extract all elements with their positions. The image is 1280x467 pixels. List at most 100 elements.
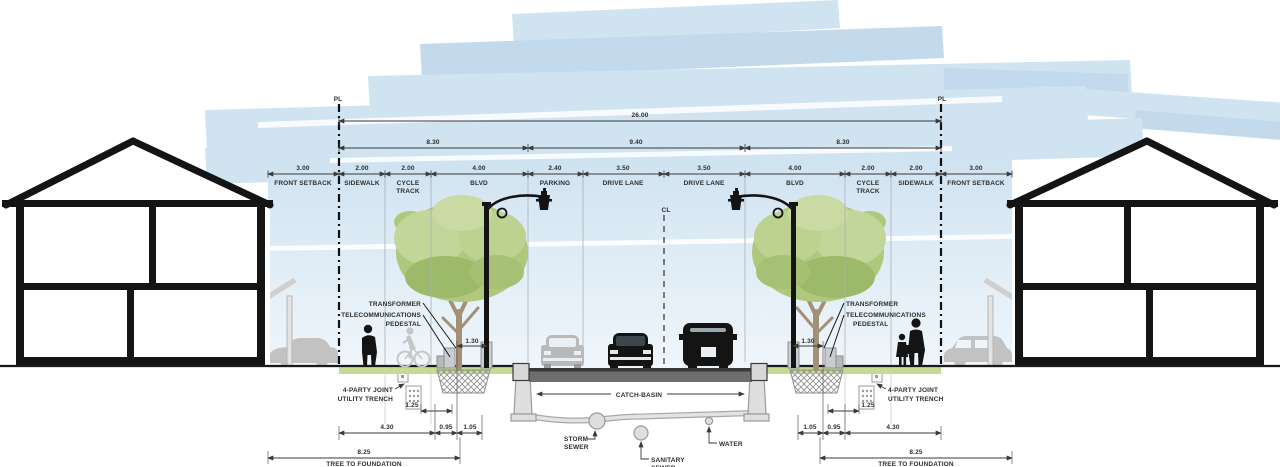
ground [0, 362, 1280, 394]
road-slab [529, 370, 752, 382]
water-label: WATER [719, 441, 743, 448]
dim-8-25: 8.25 [357, 449, 370, 456]
dim-8-25: 8.25 [909, 449, 922, 456]
right-tree [752, 195, 886, 371]
right-setback-car [944, 336, 1012, 367]
left-lower-dimensions: 1.30 1.25 4.30 0.95 1.05 8.25 TREE TO FO… [267, 338, 488, 467]
storm-sewer-callout: STORM SEWER [564, 430, 598, 451]
telecom-pedestal-label: PEDESTAL [386, 321, 421, 328]
right-house [1006, 137, 1278, 366]
utility-trench-right [858, 371, 883, 410]
cyclist [396, 327, 431, 368]
utility-trench-label: UTILITY TRENCH [338, 396, 394, 403]
annotations: TRANSFORMER TELECOMMUNICATIONS PEDESTAL … [338, 301, 944, 467]
water-callout: WATER [706, 426, 743, 448]
segment-value: 2.00 [861, 165, 874, 172]
dim-1-30: 1.30 [465, 338, 478, 345]
telecom-pedestal-label: PEDESTAL [853, 321, 888, 328]
tree-to-foundation-label: TREE TO FOUNDATION [878, 461, 954, 467]
dim-4-30: 4.30 [886, 424, 899, 431]
dim-1-30: 1.30 [801, 338, 814, 345]
tree-pit-right [789, 369, 844, 394]
segment-label: BLVD [786, 180, 804, 187]
transformer-label: TRANSFORMER [369, 301, 421, 308]
transformer-box [824, 347, 837, 369]
right-transformer-callout: TRANSFORMER TELECOMMUNICATIONS PEDESTAL [823, 301, 926, 358]
tree-pit-left [436, 369, 491, 394]
sanitary-sewer-label: SANITARY [651, 457, 685, 464]
dim-right-half: 8.30 [836, 139, 849, 146]
right-streetlight [728, 188, 844, 369]
segment-value: 4.00 [472, 165, 485, 172]
lantern [728, 188, 744, 210]
telecom-pedestal-label: TELECOMMUNICATIONS [846, 312, 926, 319]
segment-label: TRACK [396, 188, 420, 195]
dim-total: 26.00 [631, 112, 648, 119]
sanitary-sewer-pipe [633, 425, 649, 441]
segment-label: CYCLE [397, 180, 420, 187]
utility-trench-label: 4-PARTY JOINT [888, 387, 938, 394]
pl-label-left: PL [334, 96, 343, 103]
parked-car [541, 335, 584, 368]
catch-basin-callout: CATCH-BASIN [536, 391, 745, 399]
right-trench-callout: 4-PARTY JOINT UTILITY TRENCH [876, 383, 944, 403]
right-lower-dimensions: 1.30 1.25 1.05 0.95 4.30 8.25 TREE TO FO… [792, 338, 1013, 467]
segment-value: 2.00 [355, 165, 368, 172]
dim-1-25: 1.25 [405, 402, 418, 409]
dim-1-05: 1.05 [803, 424, 816, 431]
segment-label: DRIVE LANE [684, 180, 725, 187]
tree-to-foundation-label: TREE TO FOUNDATION [326, 461, 402, 467]
segment-value: 4.00 [788, 165, 801, 172]
segment-label: PARKING [540, 180, 571, 187]
curb-right [750, 362, 768, 382]
segment-label: SIDEWALK [344, 180, 380, 187]
segment-value: 2.00 [909, 165, 922, 172]
left-transformer-callout: TRANSFORMER TELECOMMUNICATIONS PEDESTAL [341, 301, 457, 358]
drive-lane-van [679, 323, 737, 368]
pl-label-right: PL [938, 96, 947, 103]
lantern [536, 188, 552, 210]
segment-value: 3.50 [616, 165, 629, 172]
segment-value: 3.50 [697, 165, 710, 172]
segment-value: 3.00 [969, 165, 982, 172]
telecom-pedestal-box [835, 355, 844, 369]
cl-label: CL [662, 207, 671, 214]
dim-4-30: 4.30 [380, 424, 393, 431]
segment-label: SIDEWALK [898, 180, 934, 187]
dim-center: 9.40 [629, 139, 642, 146]
segment-label: FRONT SETBACK [947, 180, 1005, 187]
drive-lane-car [608, 333, 653, 368]
segment-label: CYCLE [857, 180, 880, 187]
storm-sewer-label: STORM [564, 436, 588, 443]
segment-label: TRACK [856, 188, 880, 195]
dim-left-half: 8.30 [426, 139, 439, 146]
sanitary-sewer-callout: SANITARY SEWER [638, 441, 685, 467]
segment-value: 2.40 [548, 165, 561, 172]
pedestrian [362, 324, 377, 366]
segment-label: DRIVE LANE [603, 180, 644, 187]
left-streetlight [436, 188, 552, 369]
utility-trench-label: UTILITY TRENCH [888, 396, 944, 403]
telecom-pedestal-label: TELECOMMUNICATIONS [341, 312, 421, 319]
utility-trench-left [397, 371, 422, 410]
segment-label: FRONT SETBACK [274, 180, 332, 187]
storm-sewer-label: SEWER [564, 444, 589, 451]
left-tree [394, 195, 528, 371]
segment-dimension-row: 3.00 2.00 2.00 4.00 2.40 3.50 3.50 4.00 … [267, 165, 1013, 195]
left-trench-callout: 4-PARTY JOINT UTILITY TRENCH [338, 383, 405, 403]
segment-value: 3.00 [296, 165, 309, 172]
left-house [2, 137, 274, 366]
utility-trench-label: 4-PARTY JOINT [343, 387, 393, 394]
adult-and-child [896, 318, 925, 367]
transformer-label: TRANSFORMER [846, 301, 898, 308]
curb-left [512, 362, 530, 382]
dim-0-95: 0.95 [439, 424, 452, 431]
sanitary-sewer-label: SEWER [651, 465, 676, 467]
storm-sewer-pipe [588, 412, 606, 430]
catch-basin-label: CATCH-BASIN [616, 392, 662, 399]
segment-label: BLVD [470, 180, 488, 187]
water-pipe [704, 416, 714, 426]
dim-1-25: 1.25 [861, 402, 874, 409]
dim-1-05: 1.05 [463, 424, 476, 431]
